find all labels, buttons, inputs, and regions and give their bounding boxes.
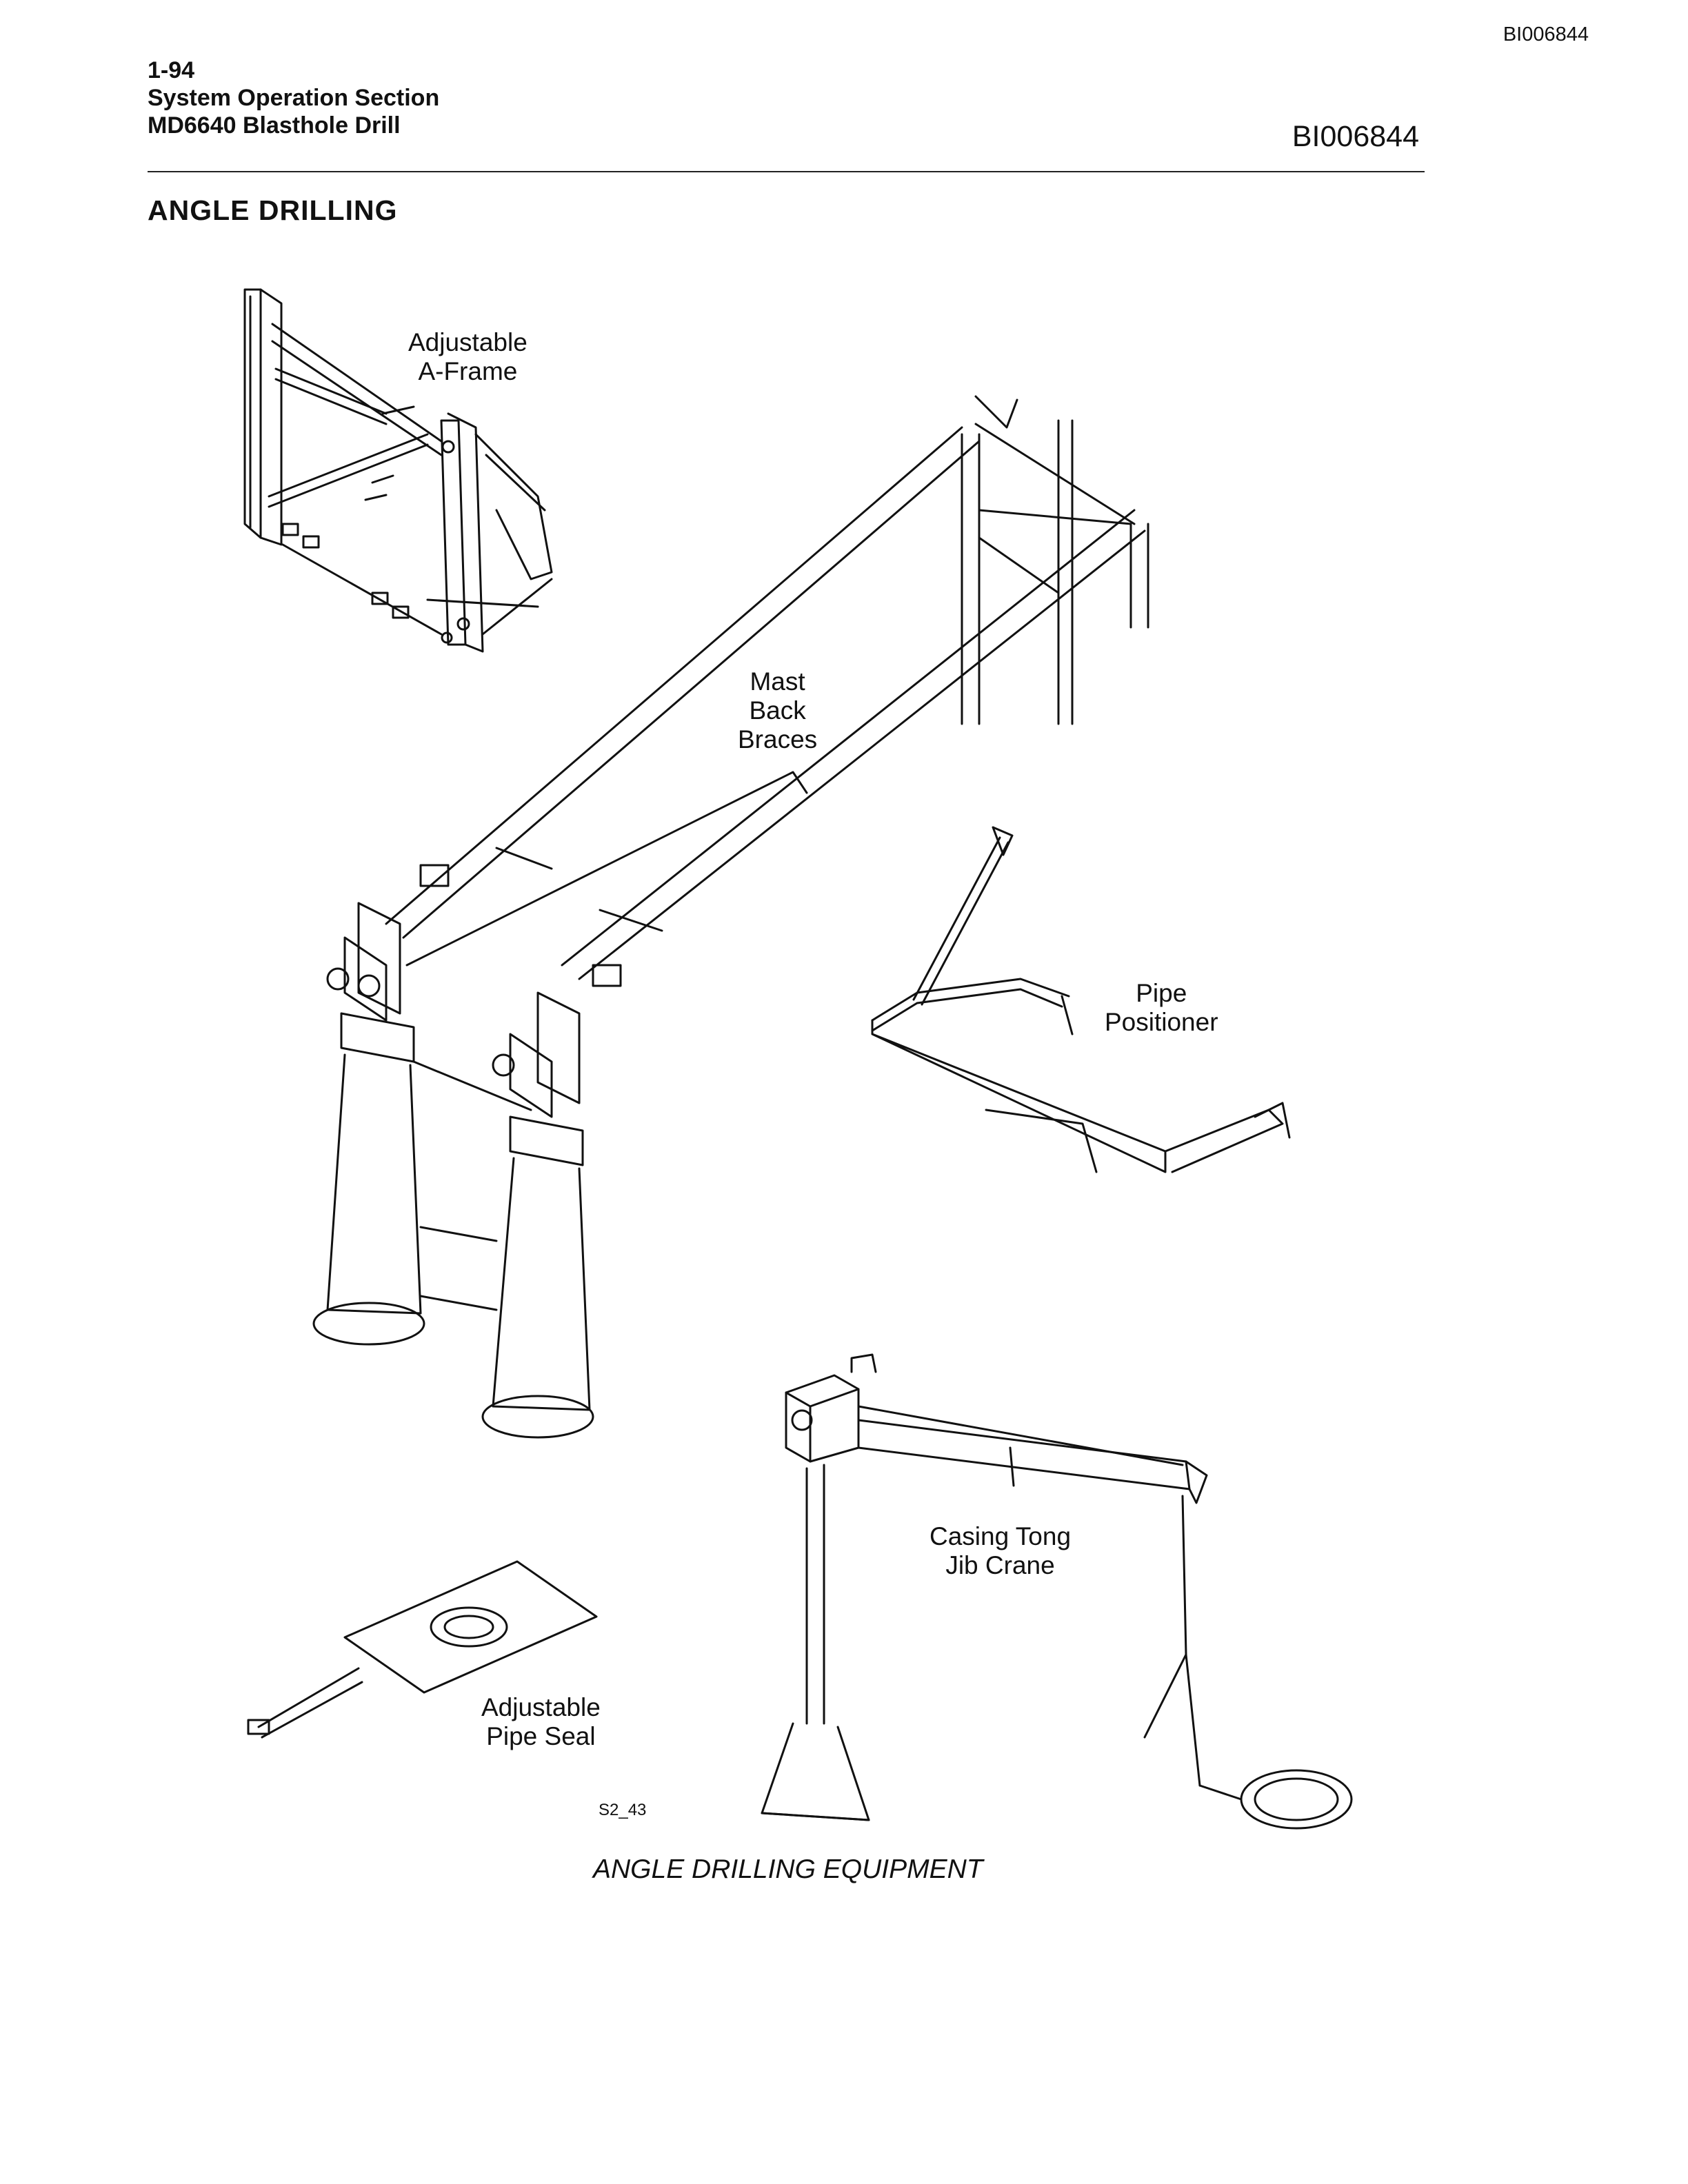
figure-caption: ANGLE DRILLING EQUIPMENT <box>593 1854 983 1884</box>
label-adjustable-a-frame: Adjustable A-Frame <box>408 328 528 385</box>
a-frame-drawing <box>245 290 552 651</box>
header-divider <box>148 171 1425 172</box>
label-mast-back-braces: Mast Back Braces <box>738 667 818 754</box>
document-id-top: BI006844 <box>1503 23 1589 46</box>
jib-crane-drawing <box>762 1355 1352 1828</box>
figure-code: S2_43 <box>599 1801 647 1819</box>
pipe-seal-drawing <box>248 1561 596 1737</box>
section-title: ANGLE DRILLING <box>148 194 398 226</box>
mast-back-braces-drawing <box>314 396 1148 1437</box>
pipe-positioner-drawing <box>872 827 1289 1172</box>
label-adjustable-pipe-seal: Adjustable Pipe Seal <box>481 1693 601 1750</box>
page-header: 1-94 System Operation Section MD6640 Bla… <box>148 57 439 139</box>
document-id: BI006844 <box>1292 120 1419 153</box>
page-number: 1-94 <box>148 57 195 83</box>
manual-title: MD6640 Blasthole Drill <box>148 112 401 139</box>
label-casing-tong-jib-crane: Casing Tong Jib Crane <box>930 1522 1072 1579</box>
section-name: System Operation Section <box>148 85 440 111</box>
label-pipe-positioner: Pipe Positioner <box>1105 979 1218 1036</box>
